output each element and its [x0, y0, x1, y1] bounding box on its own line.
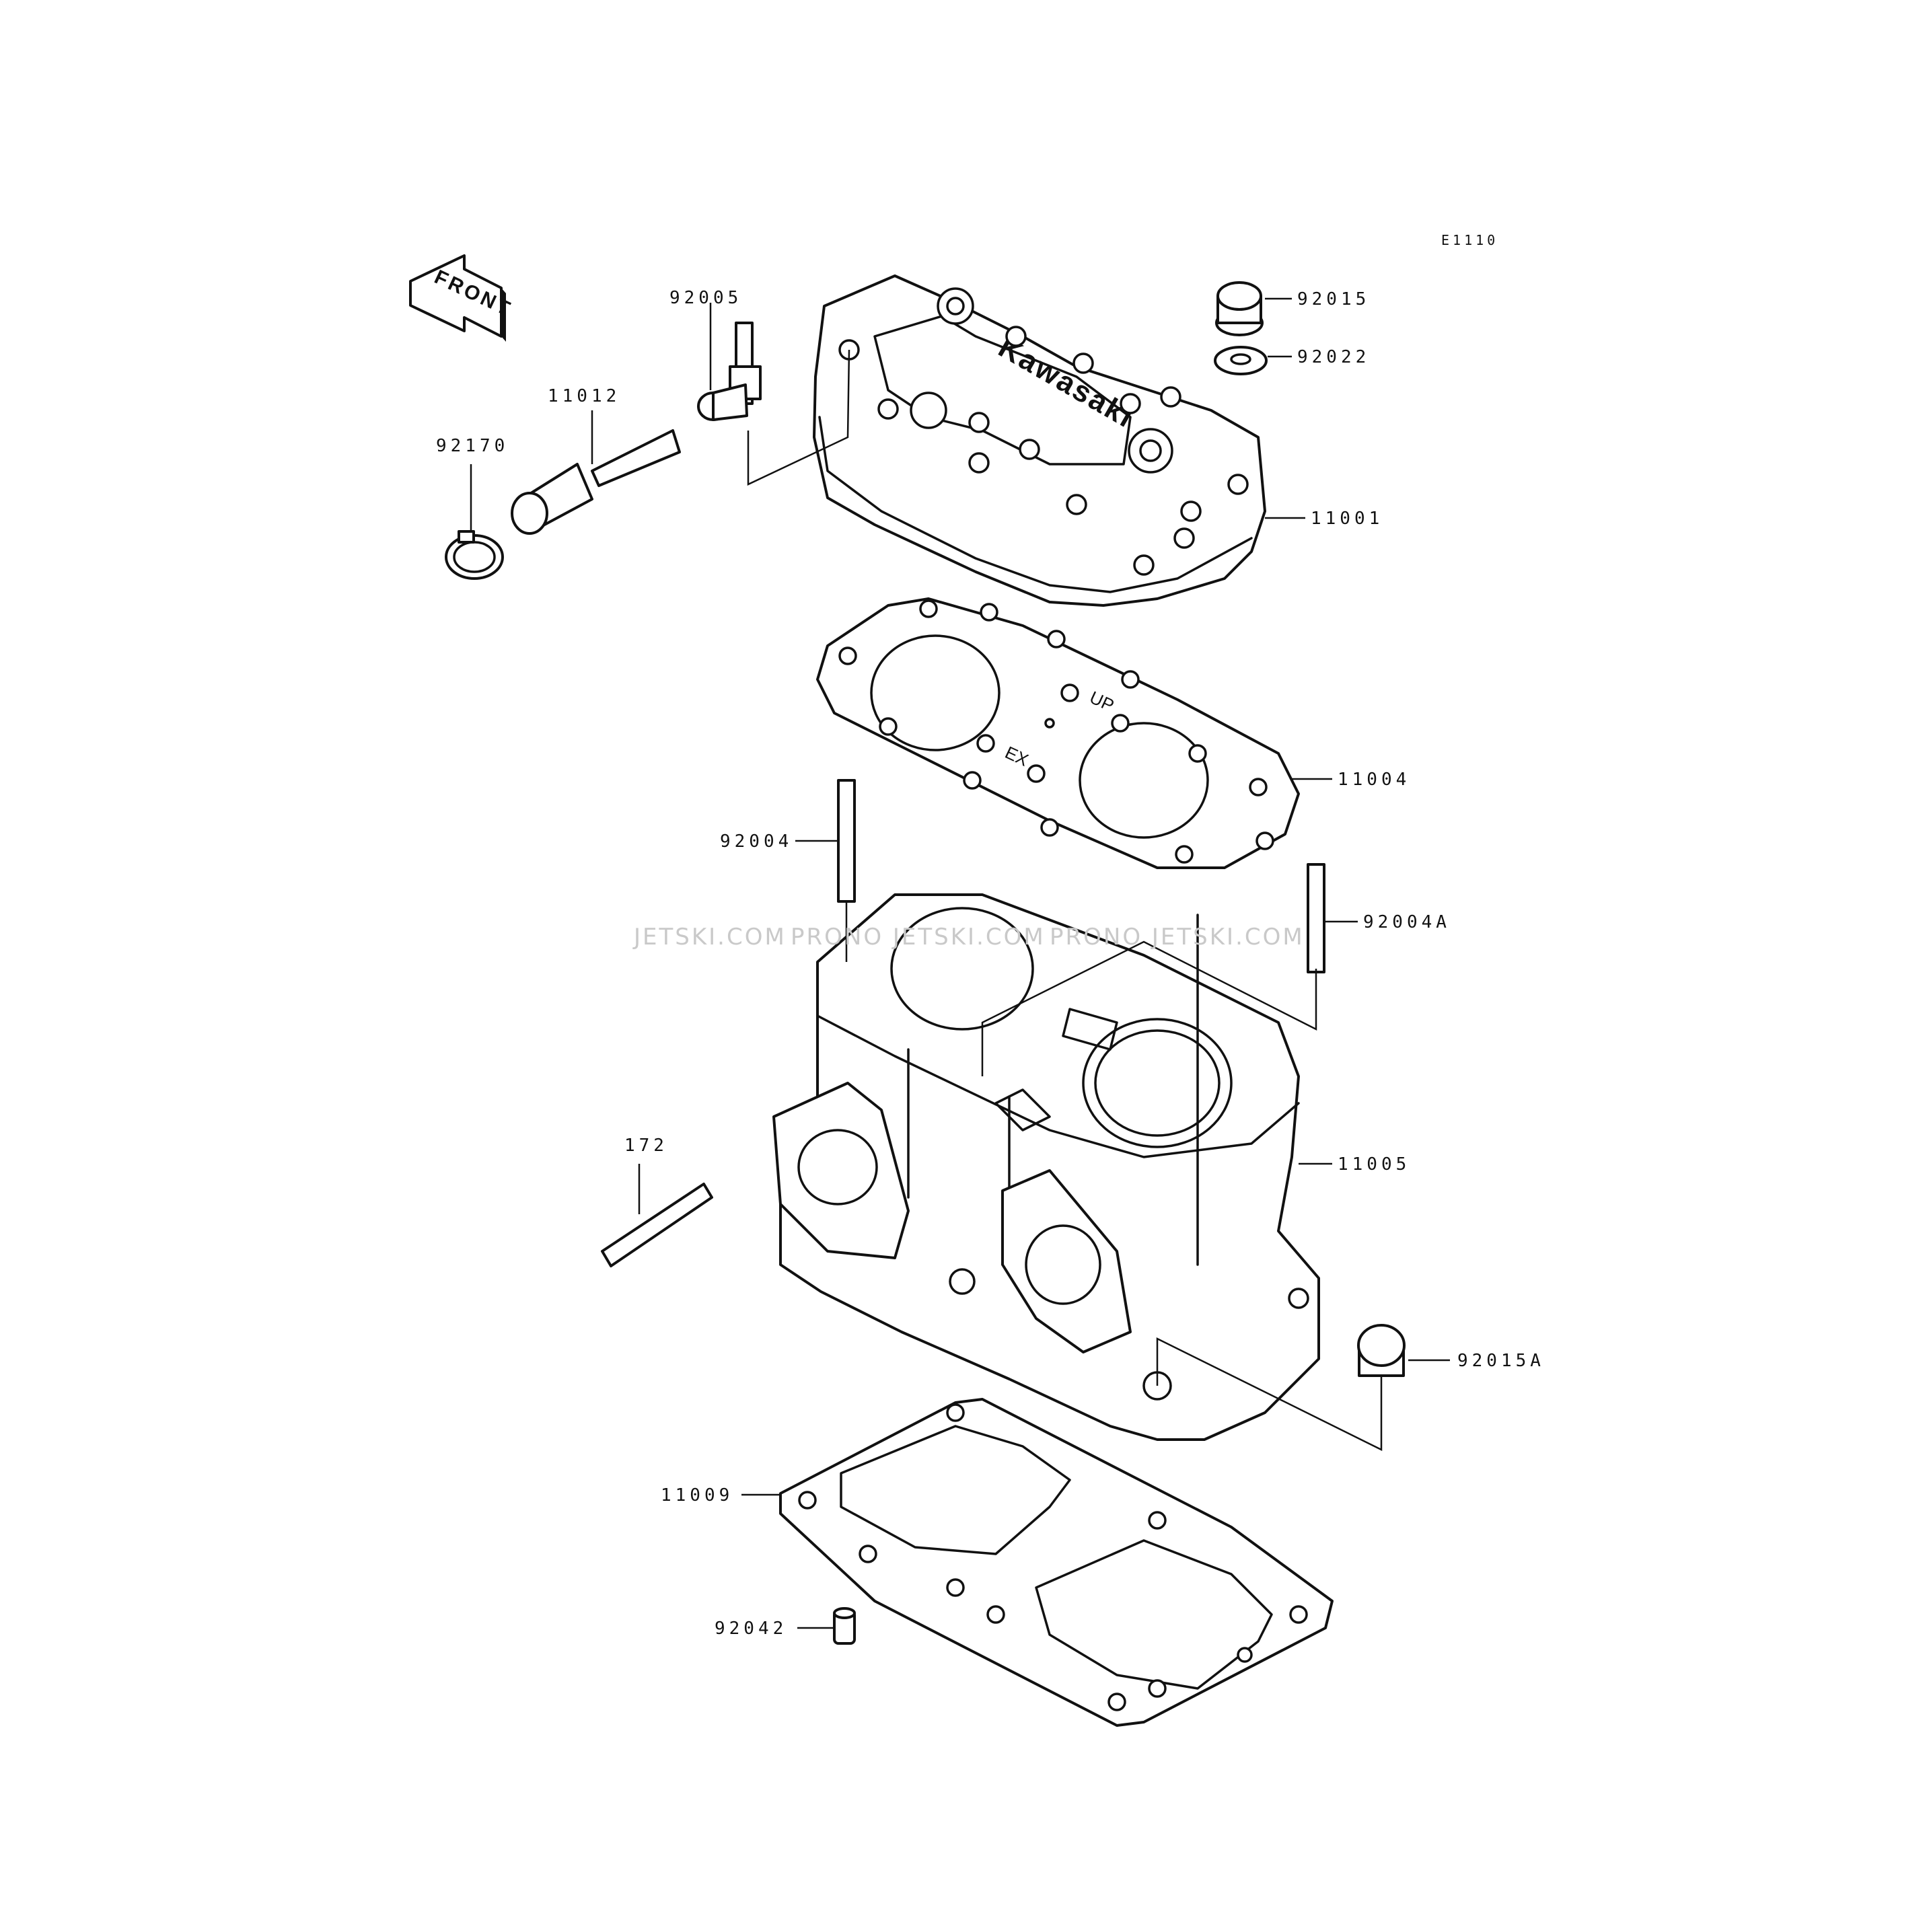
part-label-11001[interactable]: 11001: [1311, 509, 1384, 529]
cap-nut-top: [1215, 281, 1264, 336]
stud-left: [837, 779, 856, 903]
washer: [1214, 346, 1268, 375]
part-label-11012[interactable]: 11012: [548, 386, 621, 406]
fitting: [697, 322, 762, 421]
hose-clamp: [445, 530, 504, 580]
stud-172: [601, 1183, 713, 1267]
stud-right: [1307, 863, 1325, 973]
cylinder-head: Kawasaki: [813, 274, 1266, 607]
sensor: [511, 429, 681, 535]
part-label-92015[interactable]: 92015: [1297, 289, 1371, 309]
part-label-92022[interactable]: 92022: [1297, 347, 1371, 367]
part-label-92170[interactable]: 92170: [436, 436, 509, 456]
watermark-3: PRONO JETSKI.COM: [1050, 924, 1305, 951]
part-label-92015A[interactable]: 92015A: [1457, 1351, 1545, 1371]
part-label-172[interactable]: 172: [624, 1136, 668, 1156]
cylinder-block: [772, 893, 1320, 1441]
leader-lines: [470, 297, 1450, 1629]
part-label-92005[interactable]: 92005: [669, 288, 743, 308]
front-arrow-icon: FRONT: [409, 254, 515, 342]
part-label-92004[interactable]: 92004: [720, 831, 793, 852]
dowel-pin: [833, 1607, 856, 1645]
head-gasket: UP EX: [816, 597, 1300, 869]
watermark-2: PRONO JETSKI.COM: [791, 924, 1046, 951]
part-label-11005[interactable]: 11005: [1338, 1154, 1411, 1175]
part-label-92004A[interactable]: 92004A: [1363, 912, 1451, 932]
watermark-1: JETSKI.COM: [634, 924, 787, 951]
diagram-code: E1110: [1441, 232, 1499, 248]
part-label-11004[interactable]: 11004: [1338, 770, 1411, 790]
part-label-11009[interactable]: 11009: [661, 1485, 734, 1506]
part-label-92042[interactable]: 92042: [715, 1619, 788, 1639]
cap-nut-lower: [1357, 1324, 1406, 1377]
base-gasket: [779, 1398, 1334, 1727]
